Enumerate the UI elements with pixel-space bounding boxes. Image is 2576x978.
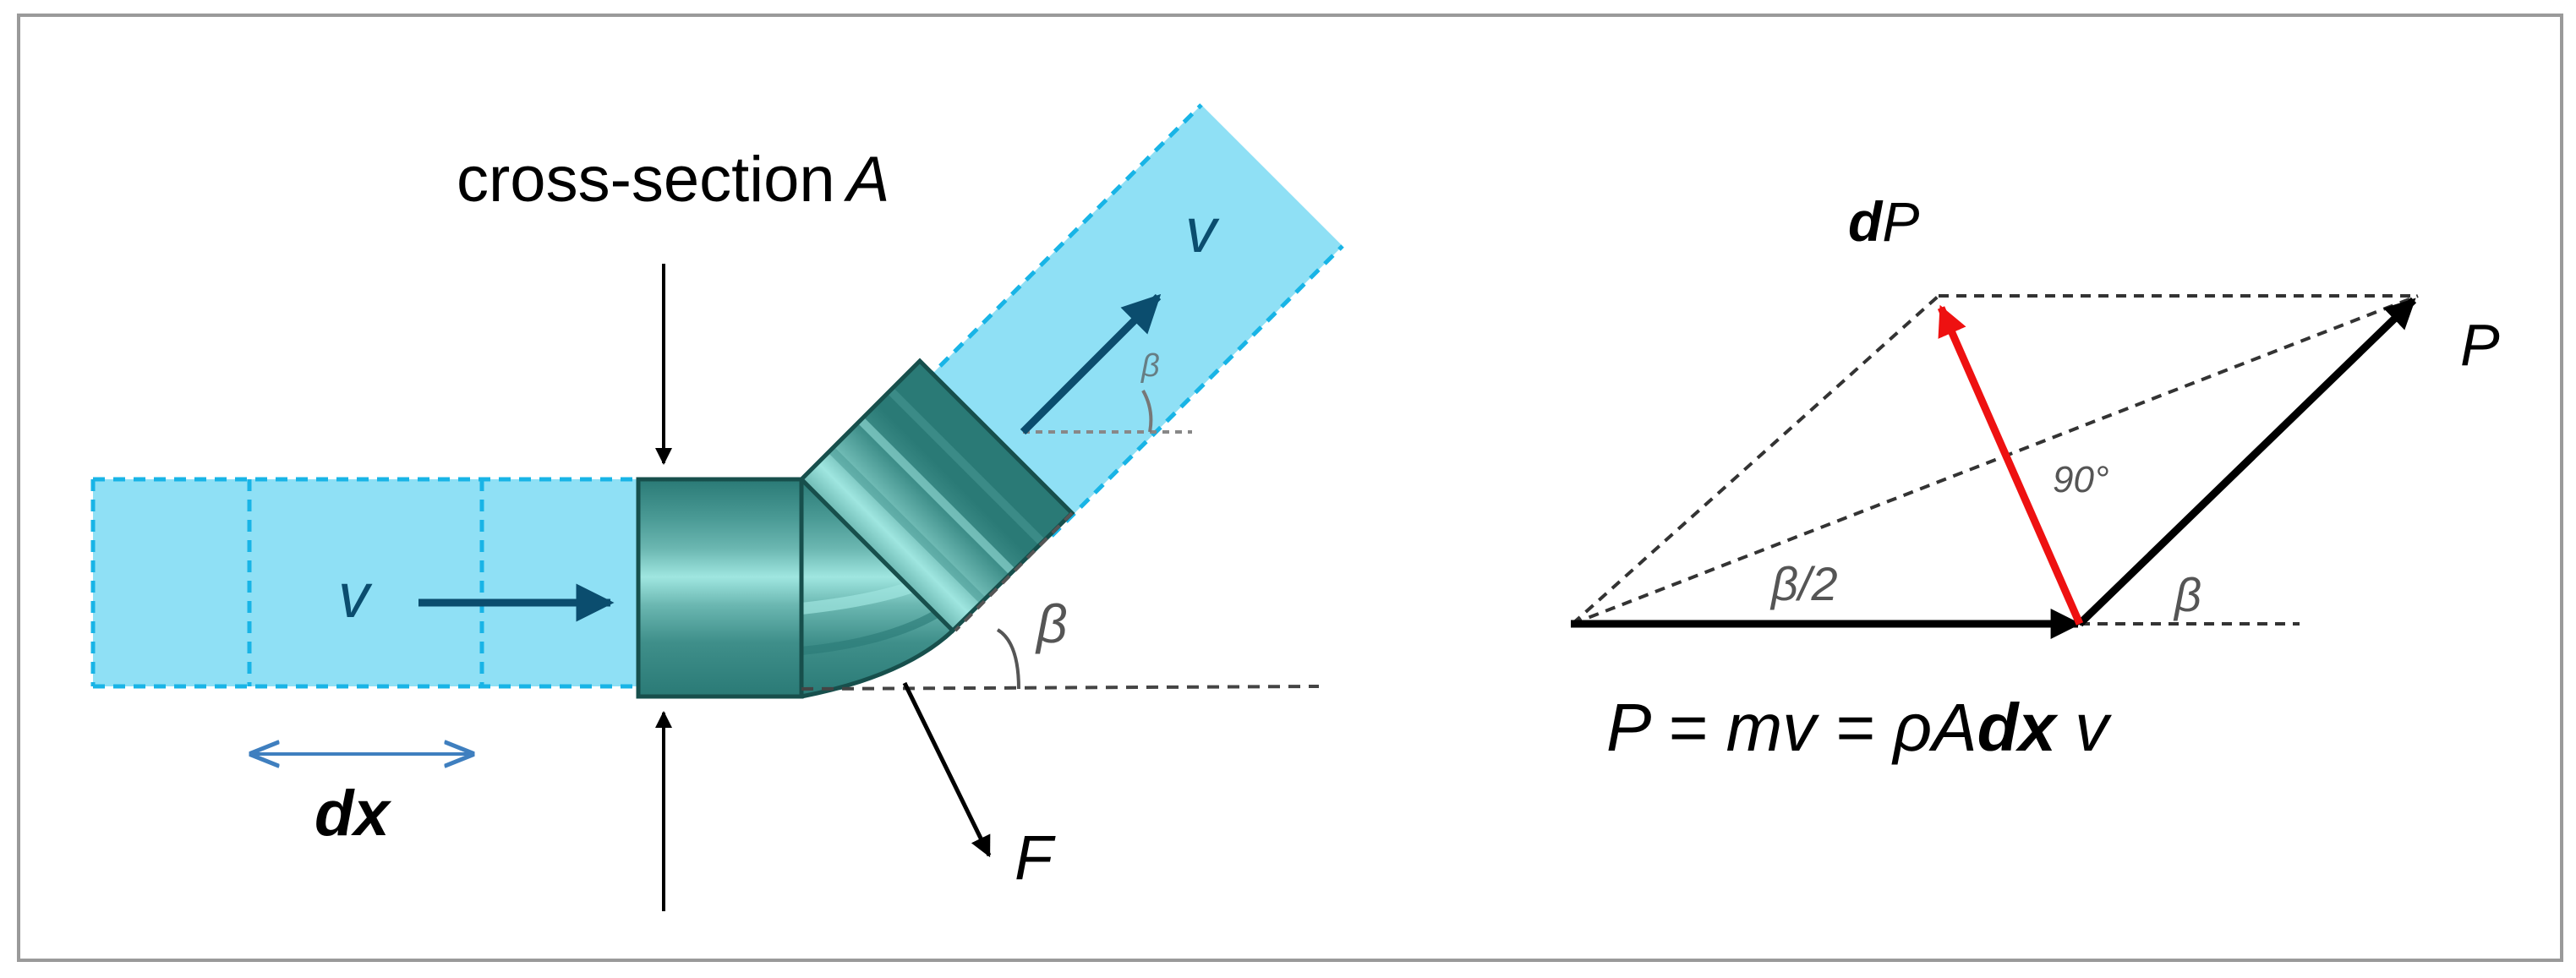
outlet-fluid-dashes: [910, 103, 1344, 538]
momentum-change-vector: [1937, 304, 2084, 626]
small-angle-label: β: [1140, 348, 1160, 384]
inlet-fluid-dashes: [90, 477, 638, 689]
inlet-fluid-region: [93, 479, 638, 686]
angled-pipe-bands: [828, 387, 1046, 604]
right-angle-label: 90°: [2053, 459, 2109, 500]
force-arrow: [902, 681, 992, 858]
dP-label: dP: [1848, 190, 1919, 253]
outlet-velocity-label: v: [1185, 195, 1220, 265]
outlet-dash-lower: [954, 511, 1074, 632]
bend-angle-arc: [996, 628, 1020, 690]
P-label: P: [2460, 312, 2500, 378]
vector-dashed-lines: [1571, 294, 2419, 626]
half-angle-label: β/2: [1769, 557, 1838, 610]
force-label: F: [1015, 822, 1056, 893]
bend-lower-ridge-2: [801, 609, 941, 655]
straight-pipe-segment: [636, 477, 804, 699]
bend-angle-label: β: [1035, 593, 1068, 654]
final-momentum-vector: [2076, 297, 2417, 627]
bend-outline-bottom: [801, 629, 954, 699]
vector-diagram: dP P 90° β/2 β P = mv = ρAdx v: [1571, 190, 2500, 765]
small-angle-arc: [1141, 390, 1153, 433]
bend-reference-line: [801, 685, 1320, 691]
inlet-velocity-label: v: [338, 560, 373, 631]
beta-label: β: [2173, 568, 2201, 621]
dx-label: dx: [314, 778, 391, 850]
momentum-formula: P = mv = ρAdx v: [1606, 690, 2112, 765]
outlet-velocity-arrow: [1020, 293, 1162, 435]
